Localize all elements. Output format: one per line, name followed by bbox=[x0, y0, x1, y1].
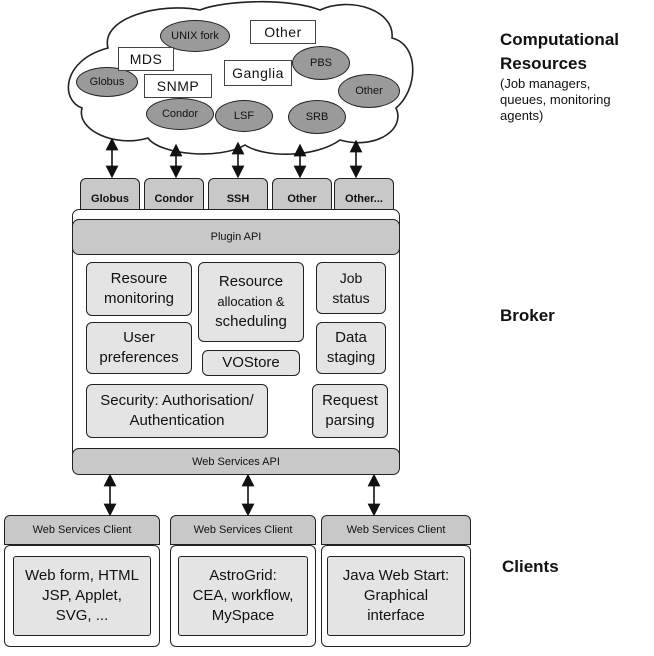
computational-title-line-2: Resources bbox=[500, 54, 587, 73]
module-resource-monitoring: Resoure monitoring bbox=[86, 262, 192, 316]
cloud-oval-srb: SRB bbox=[288, 100, 346, 134]
client-1-header: Web Services Client bbox=[4, 515, 160, 545]
client-2-content: AstroGrid: CEA, workflow, MySpace bbox=[178, 556, 308, 636]
cloud-oval-lsf: LSF bbox=[215, 100, 273, 132]
cloud-oval-condor: Condor bbox=[146, 98, 214, 130]
cloud-box-other: Other bbox=[250, 20, 316, 44]
module-user-preferences: User preferences bbox=[86, 322, 192, 374]
module-data-staging: Data staging bbox=[316, 322, 386, 374]
cloud-oval-unix-fork: UNIX fork bbox=[160, 20, 230, 52]
web-services-api-bar: Web Services API bbox=[72, 448, 400, 475]
cloud-box-snmp: SNMP bbox=[144, 74, 212, 98]
client-1-content: Web form, HTML JSP, Applet, SVG, ... bbox=[13, 556, 151, 636]
computational-sub-line-2: queues, monitoring bbox=[500, 92, 611, 107]
computational-resources-label: Computational Resources (Job managers, q… bbox=[500, 30, 650, 124]
clients-label: Clients bbox=[502, 557, 559, 576]
module-security: Security: Authorisation/ Authentication bbox=[86, 384, 268, 438]
module-request-parsing: Request parsing bbox=[312, 384, 388, 438]
cloud-box-mds: MDS bbox=[118, 47, 174, 71]
module-job-status: Job status bbox=[316, 262, 386, 314]
client-3-header: Web Services Client bbox=[321, 515, 471, 545]
cloud-box-ganglia: Ganglia bbox=[224, 60, 292, 86]
plugin-api-bar: Plugin API bbox=[72, 219, 400, 255]
cloud-oval-globus: Globus bbox=[76, 67, 138, 97]
client-2-header: Web Services Client bbox=[170, 515, 316, 545]
computational-sub-line-1: (Job managers, bbox=[500, 76, 591, 91]
computational-title-line-1: Computational bbox=[500, 30, 619, 49]
client-3-content: Java Web Start: Graphical interface bbox=[327, 556, 465, 636]
module-resource-allocation: Resource allocation & scheduling bbox=[198, 262, 304, 342]
computational-sub-line-3: agents) bbox=[500, 108, 544, 123]
module-vostore: VOStore bbox=[202, 350, 300, 376]
cloud-oval-other: Other bbox=[338, 74, 400, 108]
cloud-oval-pbs: PBS bbox=[292, 46, 350, 80]
broker-label: Broker bbox=[500, 306, 555, 325]
